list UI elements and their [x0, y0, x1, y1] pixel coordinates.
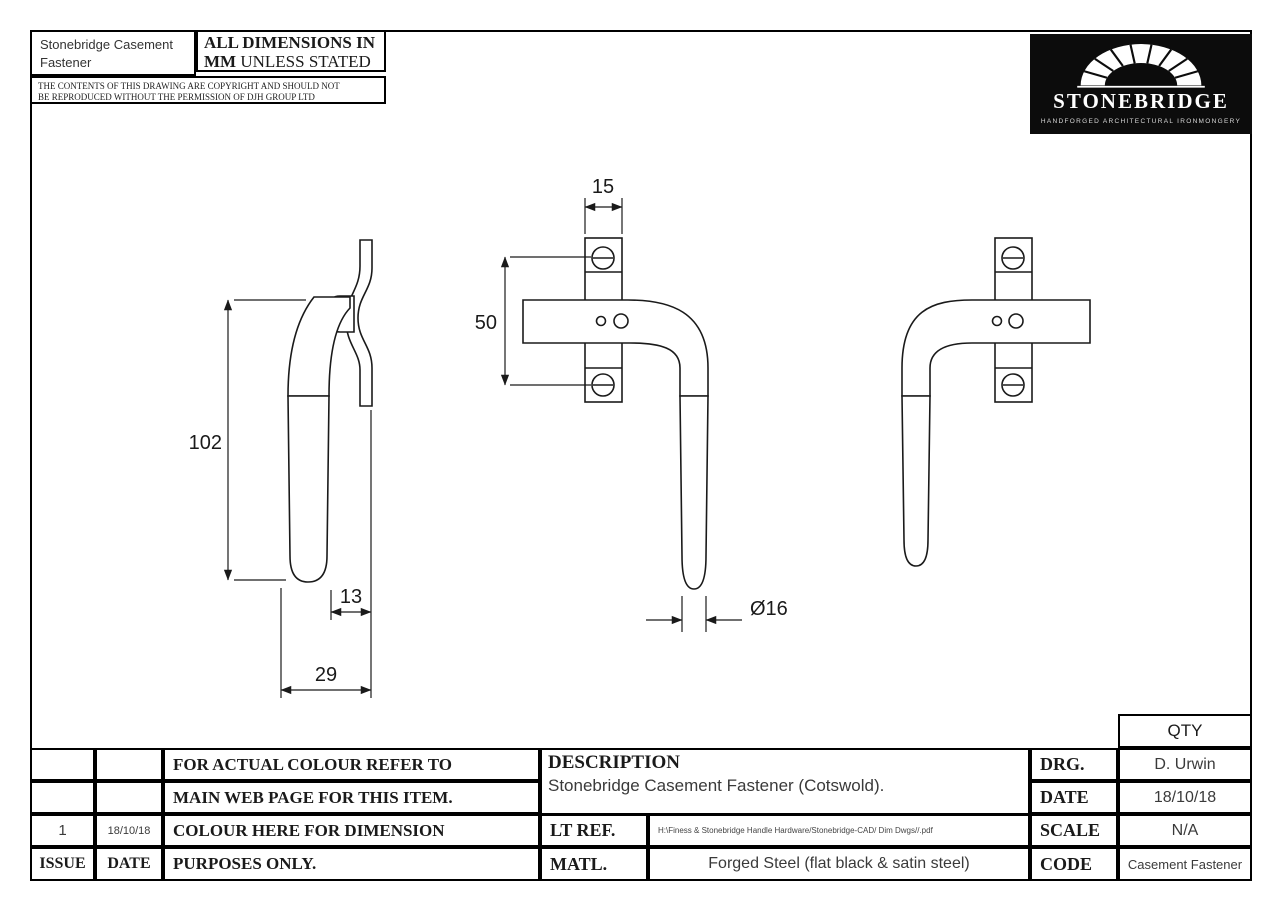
dim-dia16-label: Ø16 — [750, 598, 788, 620]
issue-number: 1 — [58, 822, 67, 839]
side-handle-grip — [287, 395, 330, 583]
colour-note-cell-4: PURPOSES ONLY. — [163, 847, 540, 881]
drg-label-cell: DRG. — [1030, 748, 1118, 781]
lt-ref-label-cell: LT REF. — [540, 814, 648, 847]
issue-header-cell: ISSUE — [30, 847, 95, 881]
scale-label: SCALE — [1040, 820, 1101, 840]
drg-label: DRG. — [1040, 754, 1085, 774]
dim-15-label: 15 — [592, 176, 614, 198]
issue-number-cell: 1 — [30, 814, 95, 847]
stonebridge-logo: STONEBRIDGE HANDFORGED ARCHITECTURAL IRO… — [1030, 34, 1252, 134]
colour-note-line3: COLOUR HERE FOR DIMENSION — [173, 820, 445, 840]
colour-note-cell-1: FOR ACTUAL COLOUR REFER TO — [163, 748, 540, 781]
front-grip — [679, 395, 709, 590]
project-title-line1: Stonebridge Casement — [40, 37, 173, 52]
rear-pivot-large — [1008, 313, 1024, 329]
logo-tagline: HANDFORGED ARCHITECTURAL IRONMONGERY — [1040, 118, 1242, 125]
dim-29 — [280, 588, 372, 698]
copyright-line2: BE REPRODUCED WITHOUT THE PERMISSION OF … — [38, 92, 315, 103]
issue-date-cell: 18/10/18 — [95, 814, 163, 847]
scale-value-cell: N/A — [1118, 814, 1252, 847]
dim-15 — [584, 198, 623, 234]
qty-header-cell: QTY — [1118, 714, 1252, 748]
dimensions-note-box: ALL DIMENSIONS IN MM UNLESS STATED — [196, 30, 386, 72]
rear-grip — [901, 395, 931, 567]
side-handle-neck — [287, 296, 351, 397]
issue-date-label: DATE — [107, 855, 151, 872]
dim-13 — [330, 410, 372, 620]
dimensions-note-line1: ALL DIMENSIONS IN — [204, 33, 375, 52]
dim-102 — [223, 299, 306, 581]
code-label-cell: CODE — [1030, 847, 1118, 881]
lt-ref-value-cell: H:\Finess & Stonebridge Handle Hardware/… — [648, 814, 1030, 847]
issue-col-empty-1 — [30, 748, 95, 781]
dim-102-label: 102 — [189, 432, 222, 454]
rear-arm — [901, 299, 1091, 397]
colour-note-line4: PURPOSES ONLY. — [173, 854, 317, 873]
copyright-box: THE CONTENTS OF THIS DRAWING ARE COPYRIG… — [30, 76, 386, 104]
dim-50-label: 50 — [475, 312, 497, 334]
date-value-cell: 18/10/18 — [1118, 781, 1252, 814]
date-col-empty-1 — [95, 748, 163, 781]
issue-col-empty-2 — [30, 781, 95, 814]
scale-value: N/A — [1171, 821, 1199, 839]
code-value: Casement Fastener — [1127, 856, 1243, 872]
project-title-line2: Fastener — [40, 55, 92, 71]
colour-note-line1: FOR ACTUAL COLOUR REFER TO — [173, 754, 452, 774]
logo-name: STONEBRIDGE — [1053, 89, 1229, 113]
side-view — [287, 239, 373, 583]
dim-29-label: 29 — [315, 664, 337, 686]
front-pivot-large — [613, 313, 629, 329]
code-value-cell: Casement Fastener — [1118, 847, 1252, 881]
issue-label: ISSUE — [39, 855, 86, 872]
rear-view — [901, 237, 1091, 567]
front-pivot-small — [595, 315, 607, 327]
dim-13-label: 13 — [340, 586, 362, 608]
drg-value: D. Urwin — [1154, 755, 1216, 773]
date-label: DATE — [1040, 787, 1089, 807]
copyright-line1: THE CONTENTS OF THIS DRAWING ARE COPYRIG… — [38, 81, 340, 91]
code-label: CODE — [1040, 853, 1093, 874]
matl-label-cell: MATL. — [540, 847, 648, 881]
dim-50 — [500, 256, 591, 386]
description-cell: DESCRIPTION Stonebridge Casement Fastene… — [540, 748, 1030, 815]
dim-dia16 — [646, 596, 742, 632]
date-label-cell: DATE — [1030, 781, 1118, 814]
matl-label: MATL. — [550, 853, 608, 874]
issue-date-header-cell: DATE — [95, 847, 163, 881]
scale-label-cell: SCALE — [1030, 814, 1118, 847]
lt-ref-label: LT REF. — [550, 820, 616, 840]
colour-note-cell-2: MAIN WEB PAGE FOR THIS ITEM. — [163, 781, 540, 814]
colour-note-cell-3: COLOUR HERE FOR DIMENSION — [163, 814, 540, 847]
colour-note-line2: MAIN WEB PAGE FOR THIS ITEM. — [173, 787, 453, 807]
date-value: 18/10/18 — [1153, 788, 1217, 806]
drg-value-cell: D. Urwin — [1118, 748, 1252, 781]
qty-label: QTY — [1167, 721, 1203, 740]
dimensions-note-line2: MM UNLESS STATED — [204, 51, 371, 71]
front-arm — [522, 299, 709, 397]
description-value: Stonebridge Casement Fastener (Cotswold)… — [548, 776, 885, 795]
lt-ref-value: H:\Finess & Stonebridge Handle Hardware/… — [658, 826, 933, 835]
matl-value: Forged Steel (flat black & satin steel) — [708, 855, 970, 872]
front-view — [522, 237, 709, 590]
date-col-empty-2 — [95, 781, 163, 814]
issue-date: 18/10/18 — [107, 824, 151, 837]
description-label: DESCRIPTION — [548, 752, 680, 773]
matl-value-cell: Forged Steel (flat black & satin steel) — [648, 847, 1030, 881]
project-title-box: Stonebridge Casement Fastener — [30, 30, 196, 76]
rear-pivot-small — [991, 315, 1003, 327]
arch-icon — [1077, 44, 1205, 88]
